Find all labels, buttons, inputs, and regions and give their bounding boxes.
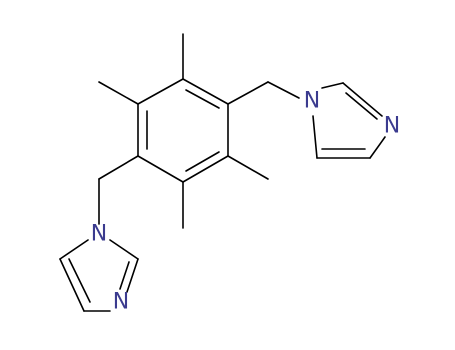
ch2-bond bbox=[98, 155, 139, 180]
ring-bond bbox=[182, 155, 229, 183]
ring-double-bond bbox=[68, 258, 91, 303]
nitrogen-atom-label: N bbox=[304, 89, 320, 114]
nitrogen-atom-label: N bbox=[91, 222, 107, 247]
nitrogen-atom-label: N bbox=[113, 290, 129, 315]
ring-double-bond bbox=[345, 92, 378, 120]
imidazole-ring-top bbox=[267, 81, 386, 159]
ring-bond bbox=[369, 136, 386, 159]
ring-bond bbox=[182, 78, 229, 105]
ring-bond bbox=[137, 155, 184, 183]
n-ch2-bond bbox=[267, 81, 300, 99]
ch2-bond bbox=[227, 81, 269, 105]
methyl-bond bbox=[98, 81, 139, 105]
ring-bond bbox=[59, 258, 85, 312]
ring-bond bbox=[312, 115, 318, 159]
ring-bond bbox=[59, 239, 89, 260]
benzene-ring bbox=[137, 78, 229, 183]
atom-labels: N N N N bbox=[91, 89, 400, 315]
ring-double-bond bbox=[185, 151, 220, 172]
ring-bond bbox=[342, 82, 383, 117]
ring-bond bbox=[137, 78, 184, 105]
ring-bond bbox=[321, 82, 344, 89]
methylene-linkers bbox=[98, 81, 269, 180]
methyl-bond bbox=[227, 155, 269, 180]
ring-bond bbox=[126, 258, 139, 293]
ring-double-bond bbox=[185, 89, 220, 109]
ring-bond bbox=[109, 239, 139, 260]
methyl-groups bbox=[98, 33, 269, 229]
imidazole-ring-bottom bbox=[59, 178, 139, 312]
nitrogen-atom-label: N bbox=[384, 114, 400, 139]
ring-double-bond bbox=[119, 261, 130, 290]
